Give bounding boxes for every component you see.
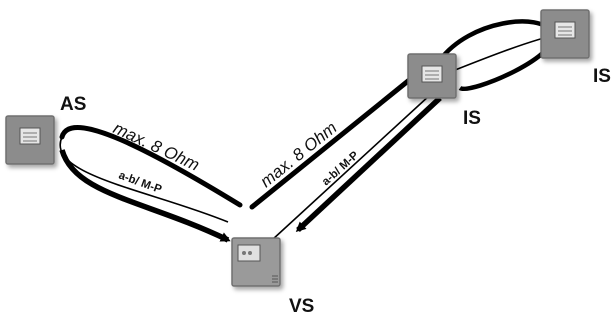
is-vs-thick-wire	[249, 74, 416, 210]
is-vs-thin-wire	[271, 94, 431, 241]
as-device-icon	[5, 115, 55, 165]
as-vs-arrow	[59, 149, 231, 243]
as-vs-thick-wire	[59, 125, 243, 208]
as-label: AS	[60, 94, 86, 115]
as-vs-thin-wire	[59, 136, 229, 223]
vs-label: VS	[289, 296, 314, 317]
is-right-device-icon	[540, 9, 590, 59]
is-middle-device-icon	[407, 53, 457, 99]
is-middle-label: IS	[463, 108, 481, 129]
left-resistance-label: max. 8 Ohm	[110, 118, 202, 174]
is-right-label: IS	[593, 66, 611, 87]
right-signal-label: a-b/ M-P	[320, 149, 362, 188]
is-is-loop-thick	[438, 19, 556, 92]
is-vs-arrow	[295, 95, 442, 233]
vs-device-icon	[231, 237, 281, 287]
